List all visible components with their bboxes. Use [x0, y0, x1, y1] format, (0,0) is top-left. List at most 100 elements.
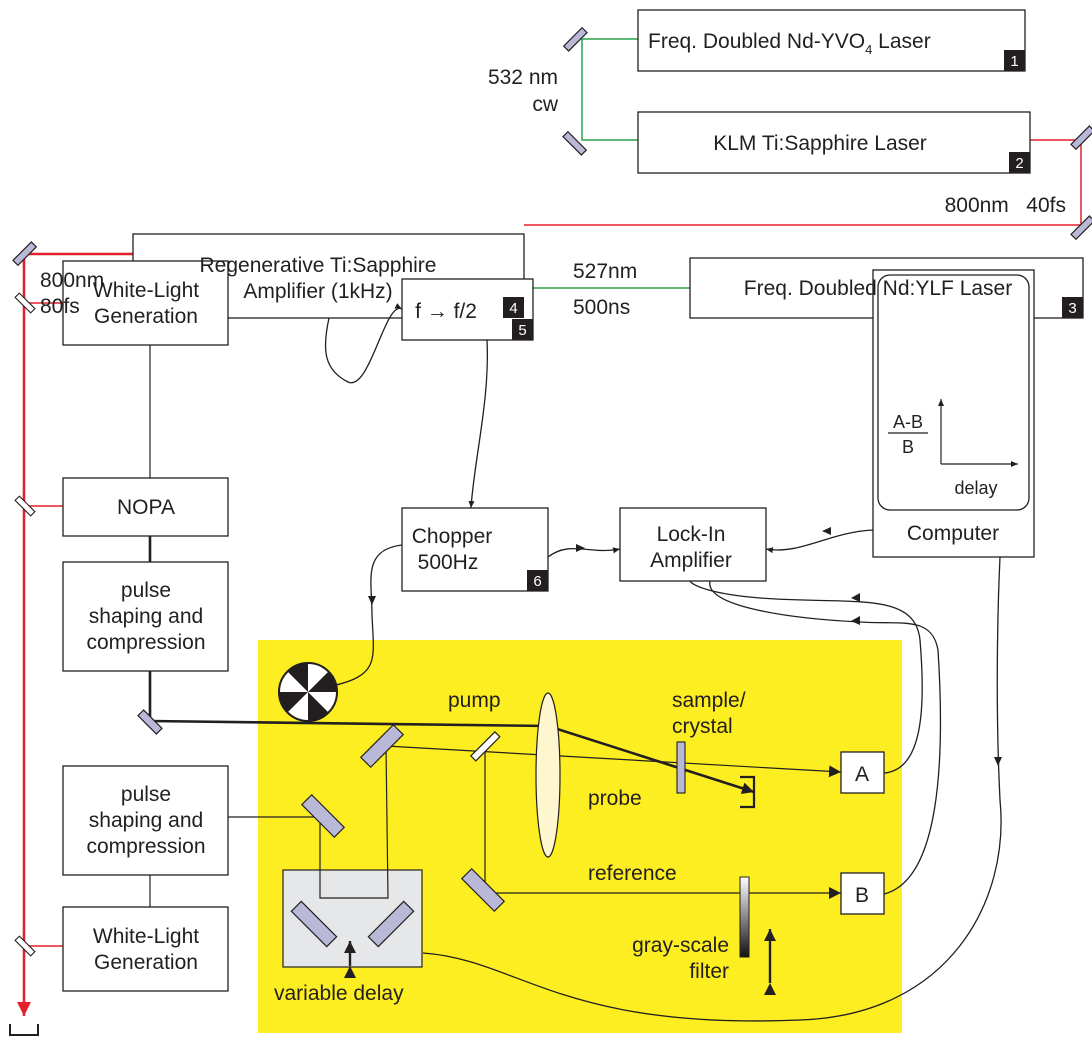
green-cw-label-1: 532 nm	[488, 66, 558, 89]
nopa-label: NOPA	[117, 496, 175, 519]
osc-output-label: 800nm 40fs	[945, 194, 1066, 217]
chopper-to-wheel-wire	[331, 544, 403, 687]
wlg-bottom-box	[62, 906, 229, 992]
detector-a-label: A	[855, 763, 869, 786]
osc-to-amp-beam	[524, 139, 1082, 226]
mirror-reference	[460, 867, 506, 913]
laser-3-label: Freq. Doubled Nd:YLF Laser	[744, 277, 1012, 300]
b-to-lockin-wire	[709, 580, 942, 895]
lockin-label-2: Amplifier	[650, 549, 732, 572]
sample-crystal	[676, 741, 686, 794]
shaping-top-box	[62, 561, 229, 672]
filter-label-1: gray-scale	[632, 934, 729, 957]
computer-wire-arrow	[822, 527, 831, 535]
green-cw-beam	[581, 38, 638, 141]
svg-text:3: 3	[1068, 300, 1076, 317]
plot-x-label: delay	[954, 478, 997, 498]
delay-path	[228, 745, 389, 899]
shaping-bottom-label-1: pulse	[121, 783, 171, 806]
computer-label: Computer	[907, 522, 999, 545]
badge-2: 2	[1009, 152, 1030, 173]
signal-wires	[324, 303, 1002, 1022]
svg-text:1: 1	[1010, 53, 1018, 70]
computer-screen	[877, 274, 1030, 511]
mirror-amp-out	[12, 241, 38, 267]
shaping-top-label-2: shaping and	[89, 605, 203, 628]
wire-arrows	[368, 527, 1002, 766]
divider-label: f → f/2	[415, 300, 477, 323]
wlg-top-label-1: White-Light	[93, 279, 199, 302]
badge-3: 3	[1062, 297, 1083, 318]
a-to-lockin-wire	[689, 580, 923, 774]
svg-text:2: 2	[1015, 155, 1023, 172]
plot-fraction-numerator: A-B	[893, 412, 923, 432]
variable-delay-label: variable delay	[274, 982, 404, 1005]
amp-output-label-1: 800nm	[40, 269, 104, 292]
detector-a-box	[840, 751, 885, 794]
mirror-shaping-out	[300, 793, 346, 839]
laser-1-label: Freq. Doubled Nd-YVO4 Laser	[648, 30, 931, 57]
optical-table	[258, 640, 902, 1033]
wlg-top-label-2: Generation	[94, 305, 198, 328]
amp-output-label-2: 80fs	[40, 295, 80, 318]
shaping-bottom-box	[62, 765, 229, 876]
badge-5: 5	[512, 319, 533, 340]
laser-2-box	[637, 111, 1031, 174]
divider-to-chopper-wire	[468, 339, 489, 509]
nopa-box	[62, 477, 229, 537]
amplifier-label-2: Amplifier (1kHz)	[243, 280, 392, 303]
mirrors	[12, 26, 1092, 957]
mirror-delay-left	[290, 900, 338, 948]
lockin-wire-arrow	[576, 544, 585, 552]
beamsplitter-probe	[470, 731, 501, 762]
lockin-box	[619, 507, 767, 582]
detector-b-box	[840, 872, 885, 915]
chopper-to-lockin-wire	[547, 547, 621, 558]
probe-beam	[385, 745, 842, 778]
delay-wire-arrow	[994, 757, 1002, 766]
badge-4: 4	[503, 297, 524, 318]
chopper-label-2: 500Hz	[418, 551, 479, 574]
svg-text:5: 5	[518, 322, 526, 339]
sample-label-2: crystal	[672, 715, 733, 738]
detector-b-label: B	[855, 884, 869, 907]
laser-1-box	[637, 9, 1026, 72]
beamsplitter-nopa	[14, 495, 36, 517]
shaping-bottom-label-2: shaping and	[89, 809, 203, 832]
pump-label: pump	[448, 689, 501, 712]
amp-to-divider-wire	[324, 303, 403, 384]
mirror-delay-right	[367, 900, 415, 948]
lockin-label-1: Lock-In	[657, 523, 726, 546]
badge-6: 6	[527, 570, 548, 591]
mirror-osc-bottom	[562, 130, 588, 156]
beam-dump-bottom	[9, 1024, 39, 1036]
focusing-lens	[535, 692, 561, 858]
mirror-probe-turn	[359, 723, 405, 769]
delay-to-computer-wire	[422, 556, 1002, 1022]
probe-label: probe	[588, 787, 642, 810]
beamsplitter-wlg-bottom	[14, 935, 36, 957]
pump-laser-label-1: 527nm	[573, 260, 637, 283]
badge-1: 1	[1004, 50, 1025, 71]
b-wire-arrow	[851, 616, 860, 625]
mirror-osc-top	[562, 26, 588, 52]
filter-label-2: filter	[689, 960, 729, 983]
wlg-top-box	[62, 260, 229, 346]
green-beam-lines	[524, 38, 690, 289]
green-cw-label-2: cw	[532, 93, 559, 116]
svg-text:4: 4	[509, 300, 517, 317]
shaping-top-label-1: pulse	[121, 579, 171, 602]
chopper-wheel-arrow	[368, 596, 376, 605]
wlg-bottom-label-1: White-Light	[93, 925, 199, 948]
laser-2-label: KLM Ti:Sapphire Laser	[713, 132, 927, 155]
a-wire-arrow	[851, 593, 860, 602]
sample-label-1: sample/	[672, 689, 746, 712]
chopper-box	[401, 507, 549, 592]
shaping-top-label-3: compression	[86, 631, 205, 654]
svg-text:6: 6	[533, 573, 541, 590]
amplifier-label-1: Regenerative Ti:Sapphire	[200, 254, 437, 277]
beamsplitter-wlg-top	[14, 292, 36, 314]
gray-scale-filter	[739, 876, 750, 958]
reference-label: reference	[588, 862, 677, 885]
